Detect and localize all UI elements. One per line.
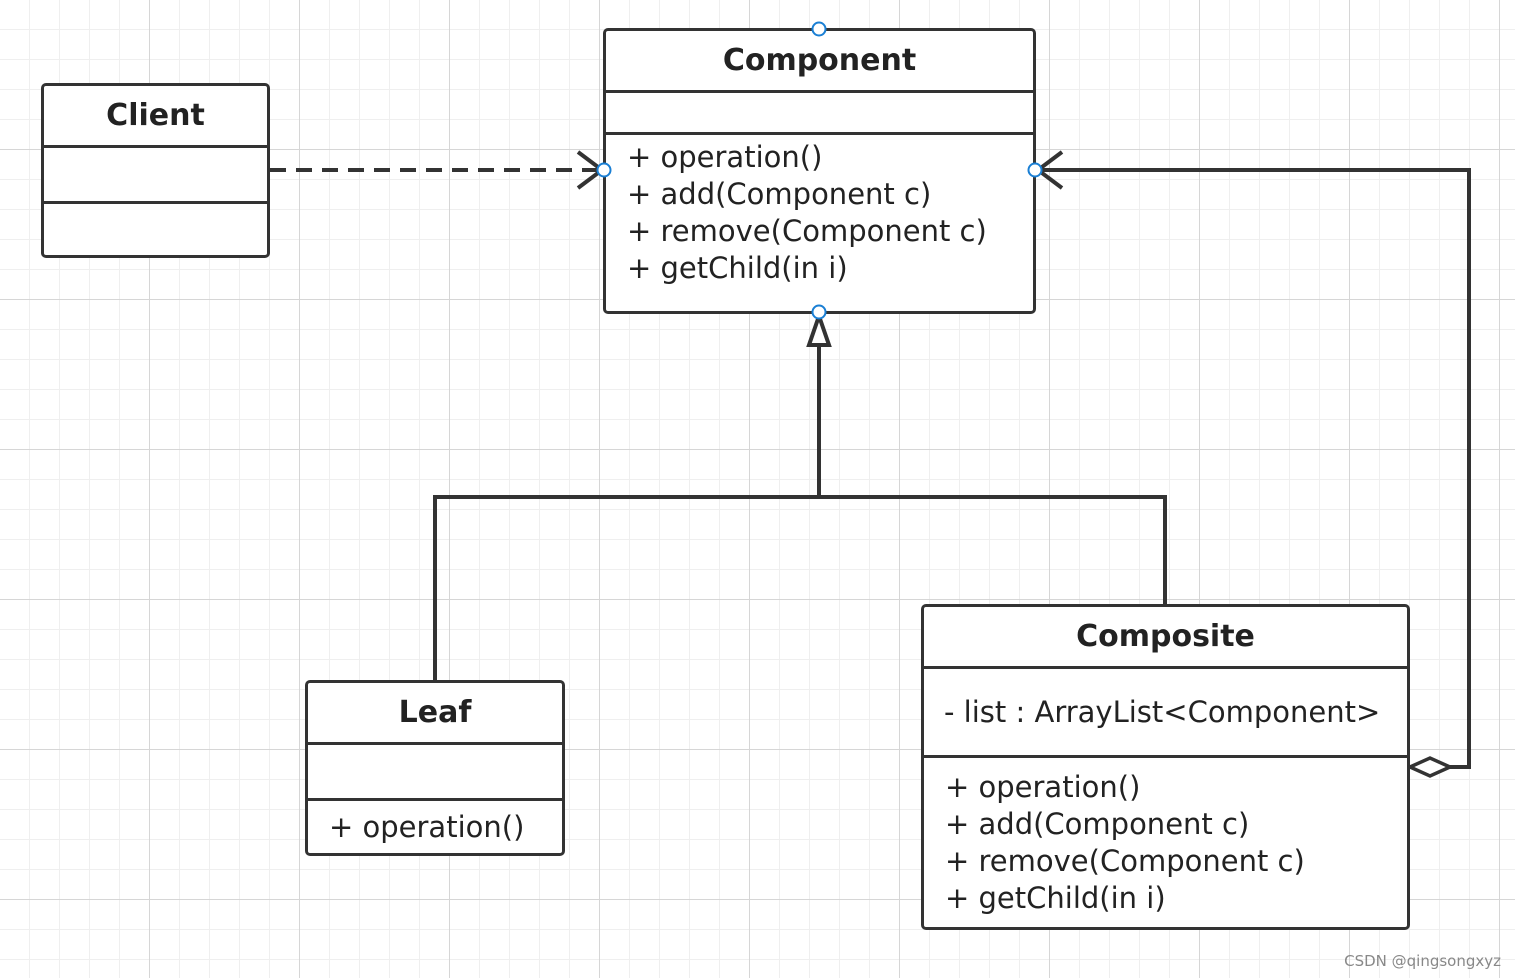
aggregation-diamond	[1405, 756, 1455, 778]
class-client[interactable]: Client	[41, 83, 270, 258]
class-composite-name: Composite	[924, 607, 1407, 669]
component-getchild: + getChild(in i)	[627, 251, 848, 285]
composite-list-attribute: - list : ArrayList<Component>	[944, 694, 1381, 729]
generalization-leaf-line	[433, 495, 819, 680]
class-leaf-operations: + operation()	[308, 801, 562, 853]
generalization-composite-line	[819, 495, 1167, 604]
class-client-name: Client	[44, 86, 267, 148]
class-leaf-name: Leaf	[308, 683, 562, 745]
class-component-name: Component	[606, 31, 1033, 93]
leaf-operation: + operation()	[329, 810, 525, 844]
component-operation: + operation()	[627, 140, 823, 174]
composite-getchild: + getChild(in i)	[945, 881, 1166, 915]
generalization-to-component[interactable]	[433, 309, 1167, 680]
dependency-client-to-component[interactable]	[270, 150, 606, 190]
class-composite-attributes: - list : ArrayList<Component>	[924, 669, 1407, 758]
composite-operation: + operation()	[945, 770, 1141, 804]
class-component-attributes	[606, 93, 1033, 135]
class-client-attributes	[44, 148, 267, 204]
class-leaf-attributes	[308, 745, 562, 801]
component-add: + add(Component c)	[627, 177, 932, 211]
class-component-operations: + operation() + add(Component c) + remov…	[606, 135, 1033, 311]
class-leaf[interactable]: Leaf + operation()	[305, 680, 565, 856]
watermark: CSDN @qingsongxyz	[1344, 952, 1501, 970]
class-component[interactable]: Component + operation() + add(Component …	[603, 28, 1036, 314]
class-composite[interactable]: Composite - list : ArrayList<Component> …	[921, 604, 1410, 930]
class-composite-operations: + operation() + add(Component c) + remov…	[924, 758, 1407, 927]
generalization-triangle	[806, 309, 832, 347]
aggregation-line	[1038, 168, 1471, 769]
class-client-operations	[44, 204, 267, 255]
composite-remove: + remove(Component c)	[945, 844, 1305, 878]
composite-add: + add(Component c)	[945, 807, 1250, 841]
component-remove: + remove(Component c)	[627, 214, 987, 248]
